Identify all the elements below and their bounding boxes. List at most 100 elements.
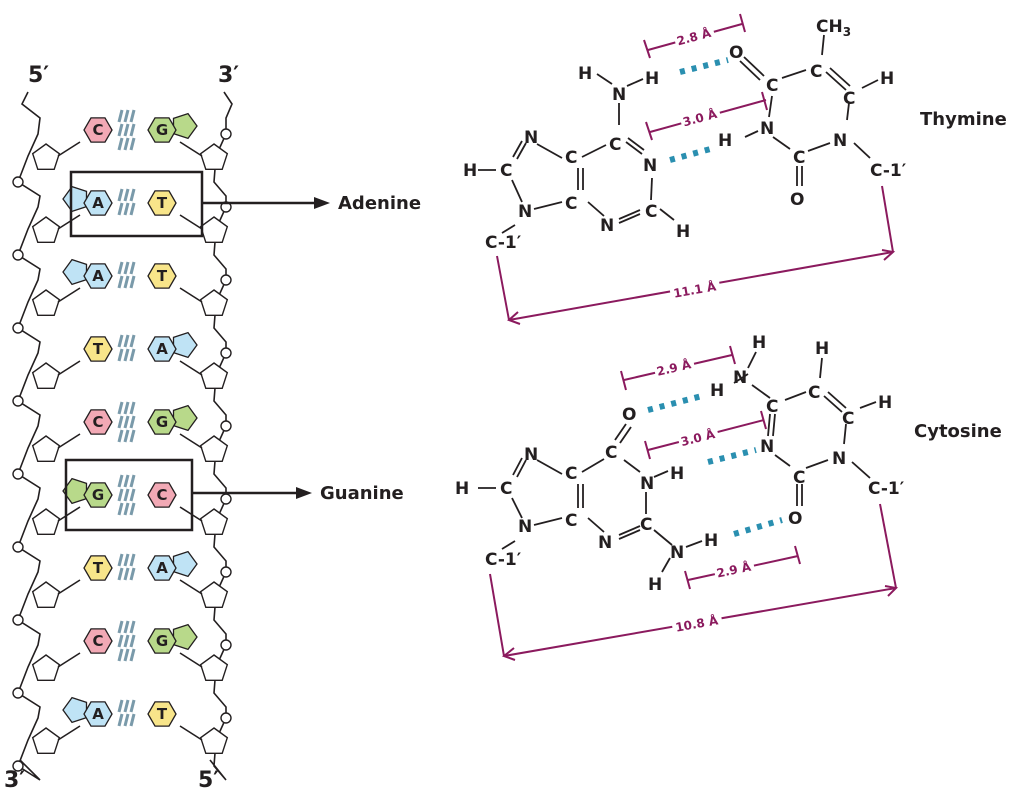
glycosidic-bond-right (179, 579, 203, 595)
hydrogen-bond-tick (129, 634, 136, 648)
hydrogen-bond-tick (129, 502, 136, 516)
atom-h: H (880, 69, 894, 89)
arrow-head-icon (296, 487, 312, 499)
phosphate-left (12, 687, 24, 699)
atom-o: O (790, 190, 804, 210)
atom-n: N (640, 474, 654, 494)
hydrogen-bond-tick (117, 648, 124, 662)
hydrogen-bond-tick (123, 474, 130, 488)
base-letter-a: A (156, 559, 168, 577)
atom-h: H (463, 161, 477, 181)
purine-five-ring (172, 623, 198, 651)
hydrogen-bond-tick (123, 401, 130, 415)
hydrogen-bond-tick (129, 334, 136, 348)
base-g (83, 482, 113, 508)
hydrogen-bond-tick (117, 415, 124, 429)
atom-n: N (670, 543, 684, 563)
atom-c: C (793, 148, 805, 168)
base-a (83, 263, 113, 289)
base-t (147, 701, 177, 727)
hydrogen-bond-tick (123, 415, 130, 429)
purine-five-ring (62, 258, 88, 286)
base-c (83, 628, 113, 654)
purine-five-ring (62, 185, 88, 213)
hydrogen-bond-tick (123, 137, 130, 151)
atom-o: O (622, 405, 636, 425)
sugar-right (199, 508, 229, 535)
strand-end-label-bottom-right: 5′ (198, 768, 219, 793)
hydrogen-bond-tick (117, 401, 124, 415)
phosphate-right (220, 128, 232, 140)
hydrogen-bond-tick (129, 429, 136, 443)
hydrogen-bond-tick (117, 634, 124, 648)
atom-n: N (643, 156, 657, 176)
phosphate-left (12, 249, 24, 261)
atom-n: N (760, 437, 774, 457)
base-g (147, 409, 177, 435)
hydrogen-bond-tick (117, 261, 124, 275)
hydrogen-bond-tick (117, 567, 124, 581)
base-letter-a: A (92, 705, 104, 723)
hydrogen-bond-tick (129, 109, 136, 123)
glycosidic-bond-left (57, 506, 81, 522)
hydrogen-bond-tick (117, 553, 124, 567)
hydrogen-bond-tick (129, 713, 136, 727)
sugar-left (31, 216, 61, 244)
hydrogen-bond-tick (117, 713, 124, 727)
backbone-strand-left (17, 91, 41, 781)
base-t (147, 263, 177, 289)
callout-label-guanine: Guanine (320, 483, 404, 504)
atom-c: C (605, 443, 617, 463)
hydrogen-bond-tick (123, 713, 130, 727)
hydrogen-bond-tick (117, 348, 124, 362)
base-letter-a: A (92, 267, 104, 285)
sugar-right (199, 435, 229, 462)
base-letter-c: C (92, 121, 103, 139)
atom-n: N (600, 216, 614, 236)
hydrogen-bond-tick (129, 202, 136, 216)
c1-distance-bracket-at (496, 185, 896, 325)
hydrogen-bond-gc-top (647, 393, 703, 413)
hydrogen-bond-tick (117, 334, 124, 348)
atom-n: N (612, 85, 626, 105)
callout-label-adenine: Adenine (338, 193, 421, 214)
base-letter-c: C (92, 632, 103, 650)
hydrogen-bond-tick (129, 488, 136, 502)
sugar-right (199, 289, 229, 316)
hydrogen-bond-tick (123, 275, 130, 289)
atom-c: C (565, 511, 577, 531)
glycosidic-bond-right (179, 652, 203, 668)
base-a (147, 336, 177, 362)
atom-h: H (878, 393, 892, 413)
arrow-head-icon (314, 197, 330, 209)
glycosidic-bond-right (179, 433, 203, 449)
atom-h: H (670, 464, 684, 484)
glycosidic-bond-right (179, 360, 203, 376)
guanine-bonds (478, 423, 703, 573)
atom-c: C (645, 202, 657, 222)
glycosidic-bond-left (57, 287, 81, 303)
c1-prime-label-thymine: C-1′ (870, 161, 907, 181)
base-letter-a: A (92, 194, 104, 212)
cytosine-bonds (733, 351, 877, 506)
atom-c: C (640, 515, 652, 535)
atom-n: N (524, 445, 538, 465)
phosphate-right (220, 639, 232, 651)
hydrogen-bond-tick (129, 188, 136, 202)
atom-h: H (676, 222, 690, 242)
hydrogen-bond-tick (129, 415, 136, 429)
hydrogen-bond-tick (117, 137, 124, 151)
sugar-right (199, 143, 229, 171)
phosphate-left (12, 614, 24, 626)
hydrogen-bond-at-middle (669, 145, 715, 163)
phosphate-right (220, 493, 232, 505)
glycosidic-bond-left (57, 725, 81, 741)
hydrogen-bond-tick (117, 699, 124, 713)
hydrogen-bond-tick (123, 348, 130, 362)
atom-n: N (833, 131, 847, 151)
c1-prime-label-cytosine: C-1′ (868, 479, 905, 499)
hydrogen-bond-tick (123, 488, 130, 502)
adenine-thymine-structure (478, 73, 675, 234)
hydrogen-bond-tick (129, 620, 136, 634)
